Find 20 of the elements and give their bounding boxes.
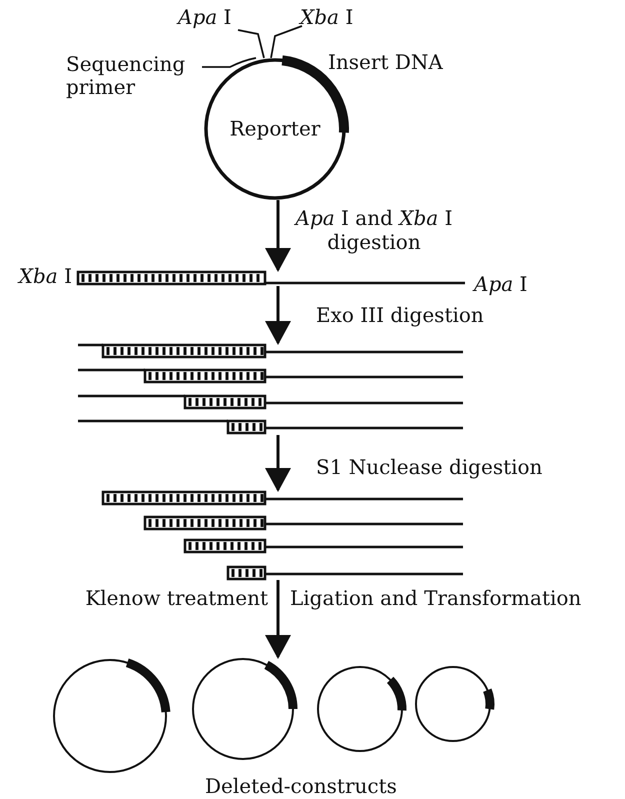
arrow [265, 200, 291, 272]
site-label: Apa I [474, 272, 528, 296]
edge-label: Exo III digestion [316, 303, 485, 327]
arrow [265, 286, 291, 345]
step-label: Insert DNA [328, 50, 444, 74]
edge-label: Apa I and Xba I digestion [293, 206, 454, 254]
callout-label: Apa I [178, 5, 232, 29]
callout-label: Xba I [300, 5, 354, 29]
step-label: Ligation and Transformation [290, 586, 582, 610]
step-label: Deleted-constructs [205, 774, 398, 798]
edge-label: Klenow treatment [84, 586, 268, 610]
leader-line [202, 57, 256, 68]
arrow [265, 580, 291, 659]
site-label: Xba I [16, 264, 72, 288]
leader-line [238, 29, 265, 58]
edge-label: S1 Nuclease digestion [316, 455, 544, 479]
plasmid-name: Reporter [228, 118, 322, 140]
callout-label: Sequencing primer [66, 52, 186, 99]
arrow [265, 435, 291, 492]
leader-line [270, 25, 302, 58]
